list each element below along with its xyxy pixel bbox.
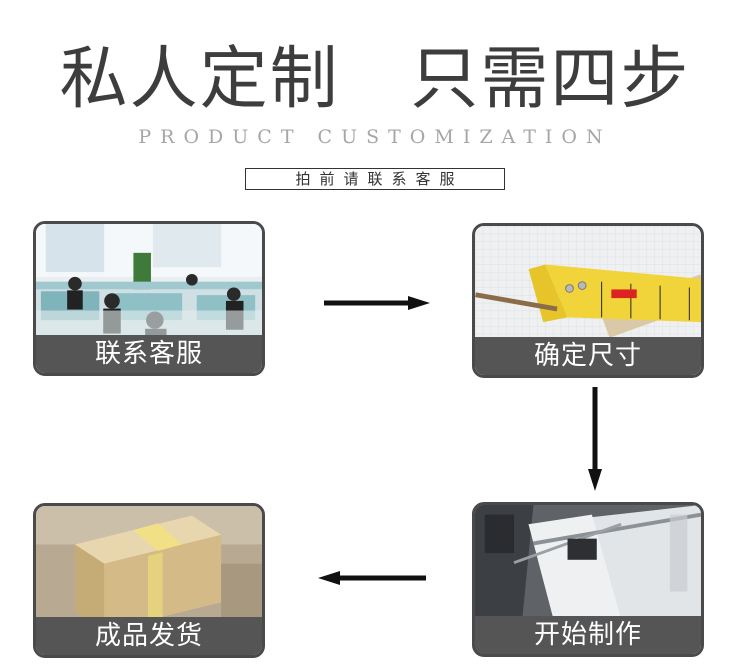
contact-service-note: 拍前请联系客服: [245, 168, 505, 190]
step-label: 确定尺寸: [475, 337, 701, 375]
call-center-photo: [36, 224, 262, 373]
step-label: 开始制作: [475, 616, 701, 654]
page-title: 私人定制 只需四步: [59, 40, 691, 119]
step-label: 成品发货: [36, 617, 262, 655]
step-card-contact-service: 联系客服: [33, 221, 265, 376]
page-subtitle: PRODUCT CUSTOMIZATION: [138, 126, 612, 148]
arrow-right-icon: [324, 296, 430, 310]
step-label: 联系客服: [36, 335, 262, 373]
step-card-start-production: 开始制作: [472, 502, 704, 657]
step-card-confirm-size: 确定尺寸: [472, 223, 704, 378]
arrow-down-icon: [588, 387, 602, 491]
step-card-ship-product: 成品发货: [33, 503, 265, 658]
arrow-left-icon: [318, 571, 426, 585]
shipping-box-photo: [36, 506, 262, 655]
